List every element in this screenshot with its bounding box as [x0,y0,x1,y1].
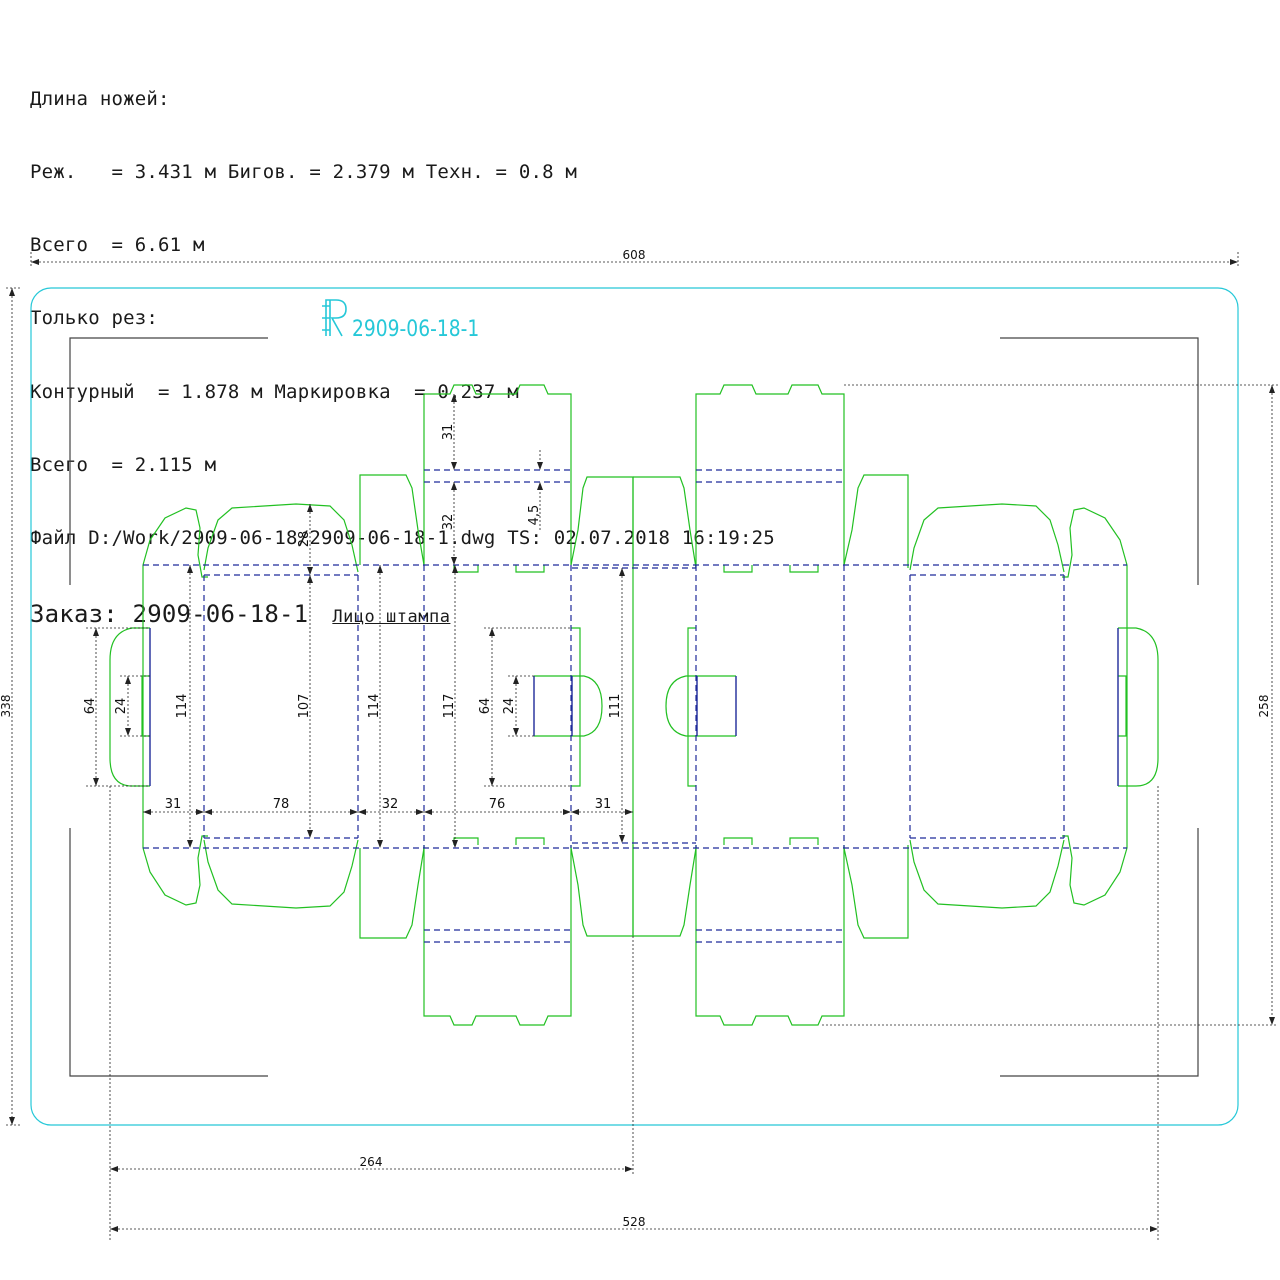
header-line-total: Всего = 6.61 м [30,234,205,257]
crease-lines [143,469,1127,943]
stamp-frame [30,287,1239,1126]
logo-icon [322,299,347,337]
dim-114-b: 114 [367,694,382,719]
dim-31-top: 31 [441,424,456,441]
dim-31-a: 31 [165,797,182,812]
dimension-labels: 608 338 258 264 528 31 32 4,5 28 107 114… [0,248,1271,1229]
dim-111: 111 [608,694,623,719]
dimension-lines [6,252,1278,1240]
dim-78: 78 [273,797,290,812]
dim-528: 528 [623,1215,646,1229]
dim-4-5: 4,5 [527,505,542,526]
dim-64-left: 64 [83,698,98,715]
dim-24-mid: 24 [502,698,517,715]
dim-28: 28 [297,531,312,548]
slit-lines [149,628,1119,786]
header-block: Длина ножей: Реж. = 3.431 м Бигов. = 2.3… [30,38,775,657]
dim-258: 258 [1257,695,1271,718]
stamp-mark: 2909-06-18-1 [322,299,479,342]
header-line-file: Файл D:/Work/2909-06-18/2909-06-18-1.dwg… [30,527,775,550]
header-line-knife-length: Длина ножей: [30,87,170,110]
header-line-contour: Контурный = 1.878 м Маркировка = 0.237 м [30,380,519,403]
dim-31-b: 31 [595,797,612,812]
dim-64-mid: 64 [478,698,493,715]
face-label: Лицо штампа [332,607,451,628]
dim-264: 264 [360,1155,383,1169]
dim-24-left: 24 [114,698,129,715]
header-line-cut-crease: Реж. = 3.431 м Бигов. = 2.379 м Техн. = … [30,161,578,184]
header-line-cut-only: Только рез: [30,307,159,330]
stamp-mark-text: 2909-06-18-1 [352,316,479,342]
corner-brackets [69,337,1199,1077]
header-line-total-2: Всего = 2.115 м [30,453,217,476]
order-line: Заказ: 2909-06-18-1 Лицо штампа [30,599,775,632]
dim-338: 338 [0,695,13,718]
dim-32-b: 32 [382,797,399,812]
cut-lines [109,384,1159,1026]
dim-114-a: 114 [175,694,190,719]
dim-76: 76 [489,797,506,812]
dim-32-top: 32 [441,514,456,531]
dim-608: 608 [623,248,646,262]
dim-107: 107 [297,694,312,719]
dim-117: 117 [442,694,457,719]
order-label: Заказ: 2909-06-18-1 [30,600,309,629]
